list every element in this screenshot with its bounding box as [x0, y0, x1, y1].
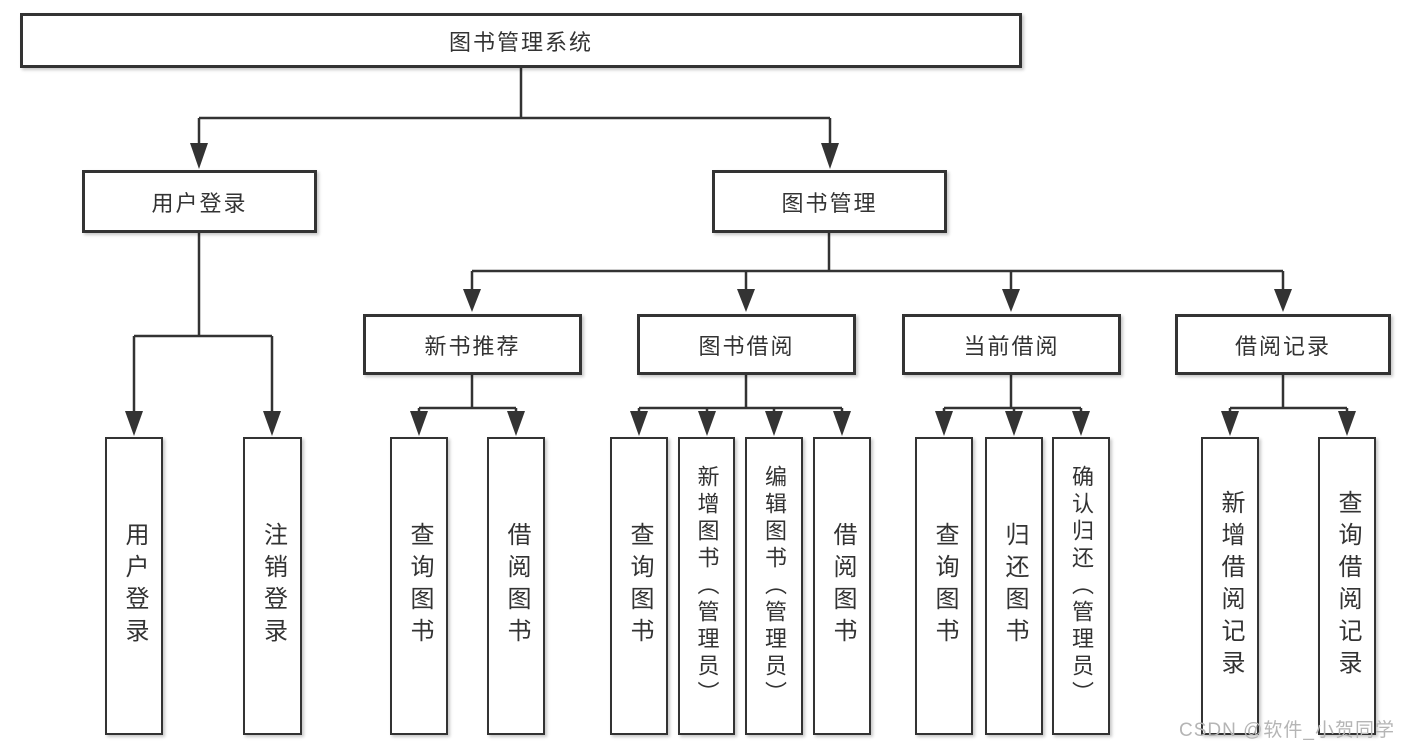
node-book-borrowing: 图书借阅: [637, 314, 856, 375]
leaf-user-login: 用户登录: [105, 437, 163, 735]
node-label: 查询图书: [626, 522, 653, 650]
node-label: 新增图书（管理员）: [694, 464, 720, 708]
node-book-management: 图书管理: [712, 170, 947, 233]
leaf-bb-add-book-admin: 新增图书（管理员）: [678, 437, 735, 735]
node-label: 图书借阅: [698, 333, 795, 359]
node-label: 新增借阅记录: [1217, 490, 1244, 682]
node-label: 借阅图书: [503, 522, 530, 650]
node-user-login: 用户登录: [82, 170, 317, 233]
leaf-br-query-record: 查询借阅记录: [1318, 437, 1376, 735]
node-label: 确认归还（管理员）: [1069, 464, 1094, 708]
node-label: 用户登录: [151, 190, 248, 216]
leaf-nbr-borrow-books: 借阅图书: [487, 437, 545, 735]
leaf-logout: 注销登录: [243, 437, 302, 735]
leaf-cb-query-books: 查询图书: [915, 437, 973, 735]
node-label: 图书管理: [781, 190, 878, 216]
node-new-book-recommendation: 新书推荐: [363, 314, 582, 375]
node-borrowing-records: 借阅记录: [1175, 314, 1391, 375]
arrowheads: [125, 143, 1356, 436]
leaf-cb-return-books: 归还图书: [985, 437, 1043, 735]
node-label: 借阅记录: [1234, 333, 1331, 359]
node-label: 查询图书: [931, 522, 958, 650]
leaf-bb-query-books: 查询图书: [610, 437, 668, 735]
node-label: 图书管理系统: [448, 29, 593, 55]
node-label: 查询图书: [406, 522, 433, 650]
leaf-cb-confirm-return-admin: 确认归还（管理员）: [1052, 437, 1110, 735]
node-current-borrowing: 当前借阅: [902, 314, 1121, 375]
node-label: 借阅图书: [829, 522, 856, 650]
node-label: 当前借阅: [963, 333, 1060, 359]
leaf-br-add-record: 新增借阅记录: [1201, 437, 1259, 735]
node-label: 用户登录: [121, 522, 148, 650]
node-label: 注销登录: [259, 522, 287, 650]
csdn-watermark: CSDN @软件_小贺同学: [1179, 720, 1395, 741]
node-label: 新书推荐: [424, 333, 521, 359]
node-label: 归还图书: [1001, 522, 1028, 650]
leaf-nbr-query-books: 查询图书: [390, 437, 448, 735]
node-library-management-system: 图书管理系统: [20, 13, 1022, 68]
node-label: 查询借阅记录: [1334, 490, 1361, 682]
leaf-bb-borrow-books: 借阅图书: [813, 437, 871, 735]
node-label: 编辑图书（管理员）: [762, 464, 787, 708]
leaf-bb-edit-book-admin: 编辑图书（管理员）: [745, 437, 803, 735]
